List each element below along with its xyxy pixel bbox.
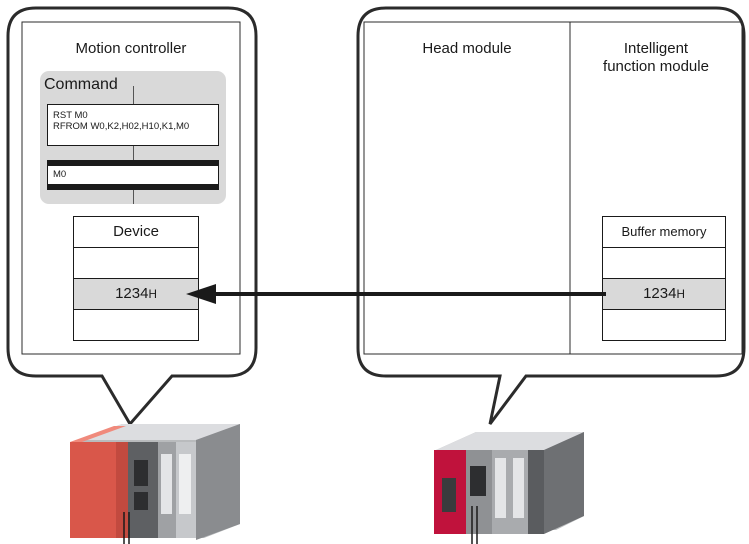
motion-controller-title: Motion controller — [75, 40, 187, 57]
contact-m0-box: M0 — [47, 160, 219, 190]
buffer-value: 1234 — [643, 285, 677, 302]
head-module-hardware-icon — [434, 432, 584, 544]
right-inner-frame — [363, 21, 743, 355]
arrow-left-icon — [186, 284, 606, 304]
device-value-suffix: H — [148, 288, 157, 301]
command-heading: Command — [44, 76, 118, 93]
buffer-memory-header: Buffer memory — [602, 216, 726, 248]
contact-m0-label: M0 — [53, 169, 67, 180]
buffer-row-value: 1234H — [602, 278, 726, 310]
device-row-1 — [73, 247, 199, 279]
buffer-memory-label: Buffer memory — [621, 224, 707, 239]
device-header: Device — [73, 216, 199, 248]
left-inner-frame — [21, 21, 241, 355]
motion-controller-hardware-icon — [70, 424, 240, 544]
command-instruction-box: RST M0 RFROM W0,K2,H02,H10,K1,M0 — [47, 104, 219, 146]
intelligent-module-title: Intelligent function module — [570, 40, 742, 76]
command-line-rfrom: RFROM W0,K2,H02,H10,K1,M0 — [53, 121, 190, 132]
intelligent-title-line-1: Intelligent — [623, 40, 689, 57]
device-header-label: Device — [113, 223, 159, 240]
head-module-title: Head module — [422, 40, 512, 57]
device-row-value: 1234H — [73, 278, 199, 310]
intelligent-title-line-2: function module — [603, 58, 709, 75]
device-row-3 — [73, 309, 199, 341]
buffer-value-suffix: H — [676, 288, 685, 301]
buffer-row-3 — [602, 309, 726, 341]
buffer-row-1 — [602, 247, 726, 279]
device-value: 1234 — [115, 285, 149, 302]
command-line-rst: RST M0 — [53, 110, 88, 121]
